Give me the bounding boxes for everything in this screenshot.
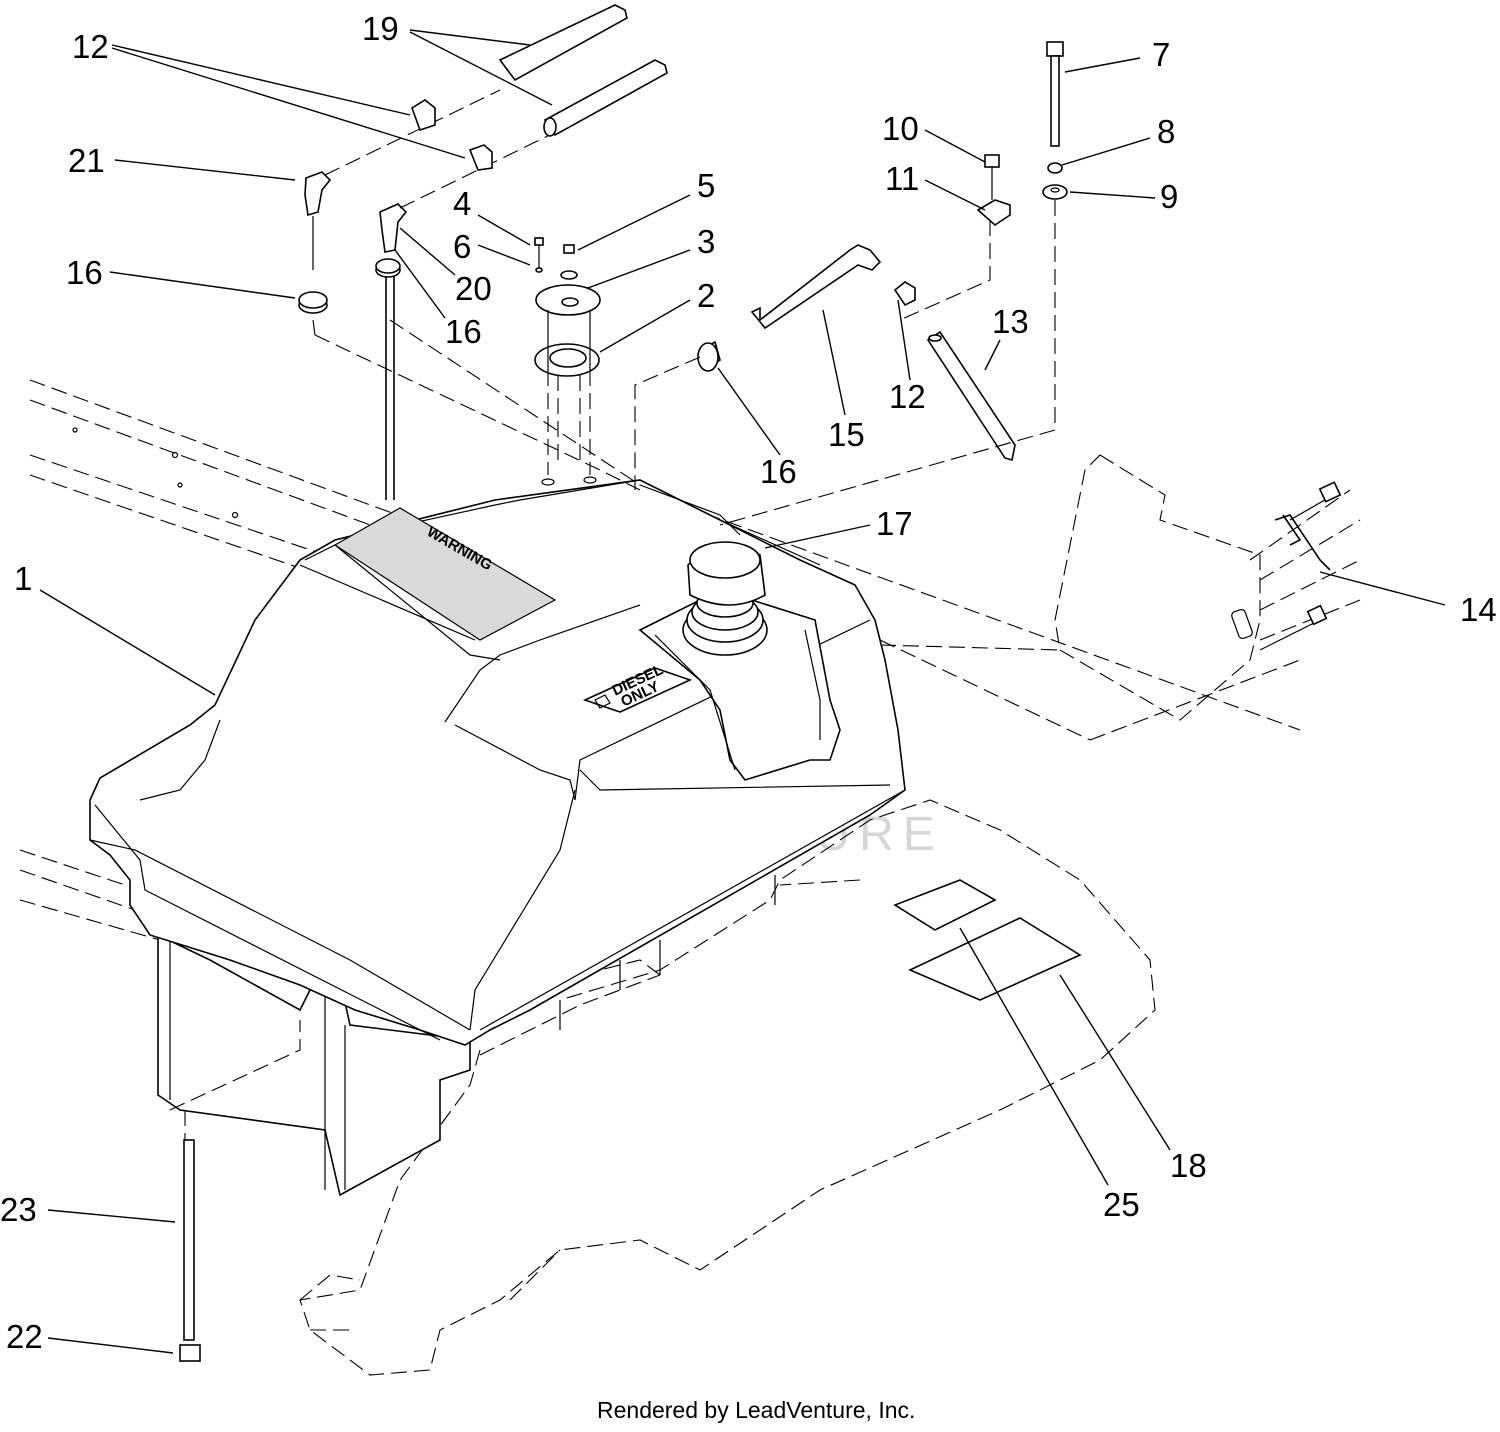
sender-plate-assembly <box>534 237 601 486</box>
callout-25: 25 <box>1103 1186 1140 1223</box>
callout-11: 11 <box>885 160 919 197</box>
frame-rails <box>19 379 1301 951</box>
callout-3: 3 <box>697 223 715 260</box>
callout-19: 19 <box>362 10 399 47</box>
callout-4: 4 <box>453 185 471 222</box>
callout-12-a: 12 <box>72 28 109 65</box>
callout-23: 23 <box>0 1191 37 1228</box>
return-line-assembly <box>634 200 1056 526</box>
callout-12-b: 12 <box>889 378 926 415</box>
callout-16-c: 16 <box>760 453 797 490</box>
footer-credit: Rendered by LeadVenture, Inc. <box>597 1397 915 1423</box>
chassis-outline <box>299 799 1156 1376</box>
callout-9: 9 <box>1160 178 1178 215</box>
callout-21: 21 <box>68 142 105 179</box>
callout-18: 18 <box>1170 1147 1207 1184</box>
callout-13: 13 <box>992 303 1029 340</box>
decals-18-25 <box>893 879 1082 1001</box>
mount-hardware <box>976 41 1068 227</box>
callout-1: 1 <box>14 560 32 597</box>
callout-5: 5 <box>697 167 715 204</box>
leader-lines <box>39 29 1446 1354</box>
callout-8: 8 <box>1157 113 1175 150</box>
callout-2: 2 <box>697 277 715 314</box>
callout-16-a: 16 <box>66 254 103 291</box>
callout-labels: 12 19 21 16 4 6 20 16 5 3 2 7 8 9 10 11 … <box>0 10 1497 1355</box>
callout-14: 14 <box>1460 591 1497 628</box>
callout-15: 15 <box>828 416 865 453</box>
callout-6: 6 <box>453 228 471 265</box>
fittings-left <box>298 89 641 500</box>
callout-17: 17 <box>876 505 913 542</box>
callout-7: 7 <box>1152 36 1170 73</box>
bottom-bolt <box>179 1110 201 1362</box>
callout-16-b: 16 <box>445 313 482 350</box>
hoses-clamps <box>411 4 668 171</box>
callout-22: 22 <box>6 1318 43 1355</box>
callout-10: 10 <box>882 110 919 147</box>
callout-20: 20 <box>455 270 492 307</box>
fuel-cap <box>682 541 768 656</box>
part-14-bracket <box>1054 454 1361 721</box>
